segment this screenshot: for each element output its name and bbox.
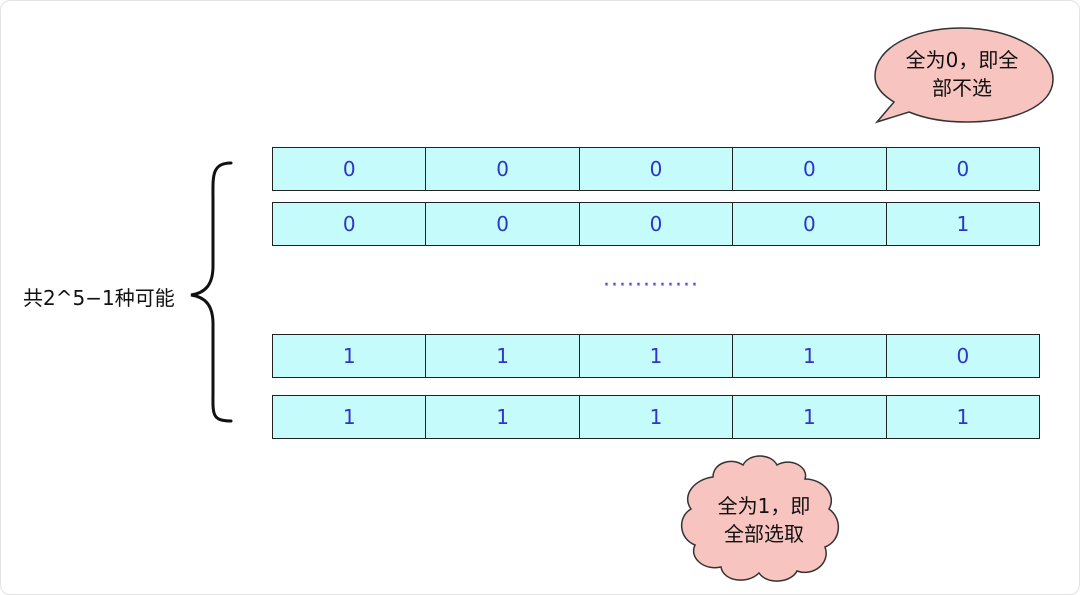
bit-cell: 1: [733, 335, 887, 377]
bit-cell: 1: [956, 212, 970, 236]
bit-cell: 1: [733, 396, 887, 438]
bit-cell: 1: [580, 396, 734, 438]
bit-row-all-one: 1 1 1 1 1: [272, 395, 1040, 439]
cloud-bubble-bottom: [681, 455, 839, 582]
bit-cell: 1: [426, 335, 580, 377]
bit-cell: 0: [733, 203, 887, 245]
speech-bubble-top: [874, 27, 1054, 124]
bit-row: 0 0 0 0 1: [272, 202, 1040, 246]
bit-cell: 0: [426, 148, 580, 190]
possibility-count-label: 共2^5−1种可能: [23, 286, 175, 310]
bit-cell: 1: [273, 335, 427, 377]
bit-cell: 0: [733, 148, 887, 190]
bit-cell: 0: [580, 203, 734, 245]
bit-row-all-zero: 0 0 0 0 0: [272, 147, 1040, 191]
bit-cell: 0: [956, 344, 970, 368]
bit-cell: 0: [956, 157, 970, 181]
callout-top-line2: 部不选: [932, 76, 992, 100]
bit-cell: 0: [580, 148, 734, 190]
ellipsis-dots: ············: [603, 273, 699, 298]
bit-cell: 0: [426, 203, 580, 245]
bit-cell: 1: [426, 396, 580, 438]
bit-cell: 1: [956, 405, 970, 429]
curly-brace: [190, 161, 233, 423]
callout-bottom-line1: 全为1，即: [717, 494, 811, 518]
bit-cell: 0: [273, 203, 427, 245]
callout-top-text: 全为0，即全 部不选: [886, 46, 1038, 102]
callout-top-line1: 全为0，即全: [905, 48, 1019, 72]
bit-cell: 0: [273, 148, 427, 190]
callout-bottom-text: 全为1，即 全部选取: [689, 492, 839, 548]
bit-row: 1 1 1 1 0: [272, 334, 1040, 378]
bit-cell: 1: [580, 335, 734, 377]
callout-bottom-line2: 全部选取: [724, 522, 804, 546]
bit-cell: 1: [273, 396, 427, 438]
